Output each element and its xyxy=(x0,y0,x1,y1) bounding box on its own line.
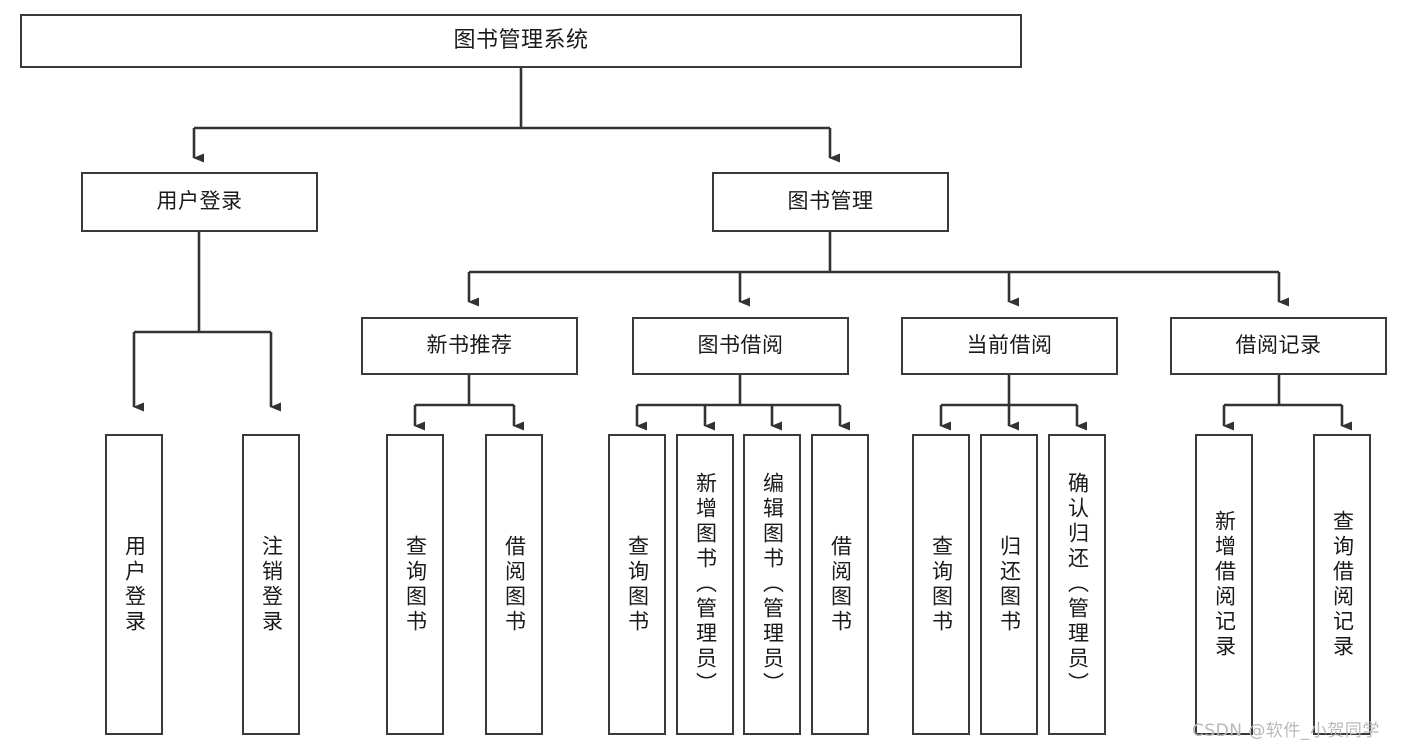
node-label: 注销登录 xyxy=(259,534,284,635)
node-leaf-edit-book[interactable]: 编辑图书（管理员） xyxy=(743,434,801,735)
node-label: 借阅图书 xyxy=(828,534,853,635)
node-leaf-user-login[interactable]: 用户登录 xyxy=(105,434,163,735)
node-leaf-query-record[interactable]: 查询借阅记录 xyxy=(1313,434,1371,735)
node-label: 编辑图书（管理员） xyxy=(760,472,785,697)
node-leaf-query-book-2[interactable]: 查询图书 xyxy=(608,434,666,735)
node-label: 归还图书 xyxy=(997,534,1022,635)
node-label: 当前借阅 xyxy=(966,333,1053,358)
watermark-csdn: CSDN @软件_小贺同学 xyxy=(1192,721,1380,741)
node-label: 新增图书（管理员） xyxy=(693,472,718,697)
node-label: 图书管理 xyxy=(787,189,874,214)
node-label: 用户登录 xyxy=(156,189,243,214)
node-label: 查询图书 xyxy=(929,534,954,635)
node-leaf-logout[interactable]: 注销登录 xyxy=(242,434,300,735)
node-label: 查询图书 xyxy=(625,534,650,635)
node-leaf-add-record[interactable]: 新增借阅记录 xyxy=(1195,434,1253,735)
node-user-login[interactable]: 用户登录 xyxy=(81,172,318,232)
node-label: 新增借阅记录 xyxy=(1212,509,1237,660)
node-label: 新书推荐 xyxy=(426,333,513,358)
node-leaf-query-book-1[interactable]: 查询图书 xyxy=(386,434,444,735)
node-label: 用户登录 xyxy=(122,534,147,635)
node-leaf-confirm-return[interactable]: 确认归还（管理员） xyxy=(1048,434,1106,735)
node-leaf-borrow-book-1[interactable]: 借阅图书 xyxy=(485,434,543,735)
node-leaf-borrow-book-2[interactable]: 借阅图书 xyxy=(811,434,869,735)
node-book-borrow[interactable]: 图书借阅 xyxy=(632,317,849,375)
node-label: 借阅记录 xyxy=(1235,333,1322,358)
node-leaf-return-book[interactable]: 归还图书 xyxy=(980,434,1038,735)
node-label: 查询图书 xyxy=(403,534,428,635)
node-leaf-query-book-3[interactable]: 查询图书 xyxy=(912,434,970,735)
node-root-book-management-system[interactable]: 图书管理系统 xyxy=(20,14,1022,68)
node-new-book-recommend[interactable]: 新书推荐 xyxy=(361,317,578,375)
node-label: 图书借阅 xyxy=(697,333,784,358)
node-leaf-add-book[interactable]: 新增图书（管理员） xyxy=(676,434,734,735)
node-label: 借阅图书 xyxy=(502,534,527,635)
node-book-manage[interactable]: 图书管理 xyxy=(712,172,949,232)
node-label: 查询借阅记录 xyxy=(1330,509,1355,660)
node-borrow-record[interactable]: 借阅记录 xyxy=(1170,317,1387,375)
node-label: 确认归还（管理员） xyxy=(1065,472,1090,697)
node-current-borrow[interactable]: 当前借阅 xyxy=(901,317,1118,375)
node-label: 图书管理系统 xyxy=(453,28,589,54)
